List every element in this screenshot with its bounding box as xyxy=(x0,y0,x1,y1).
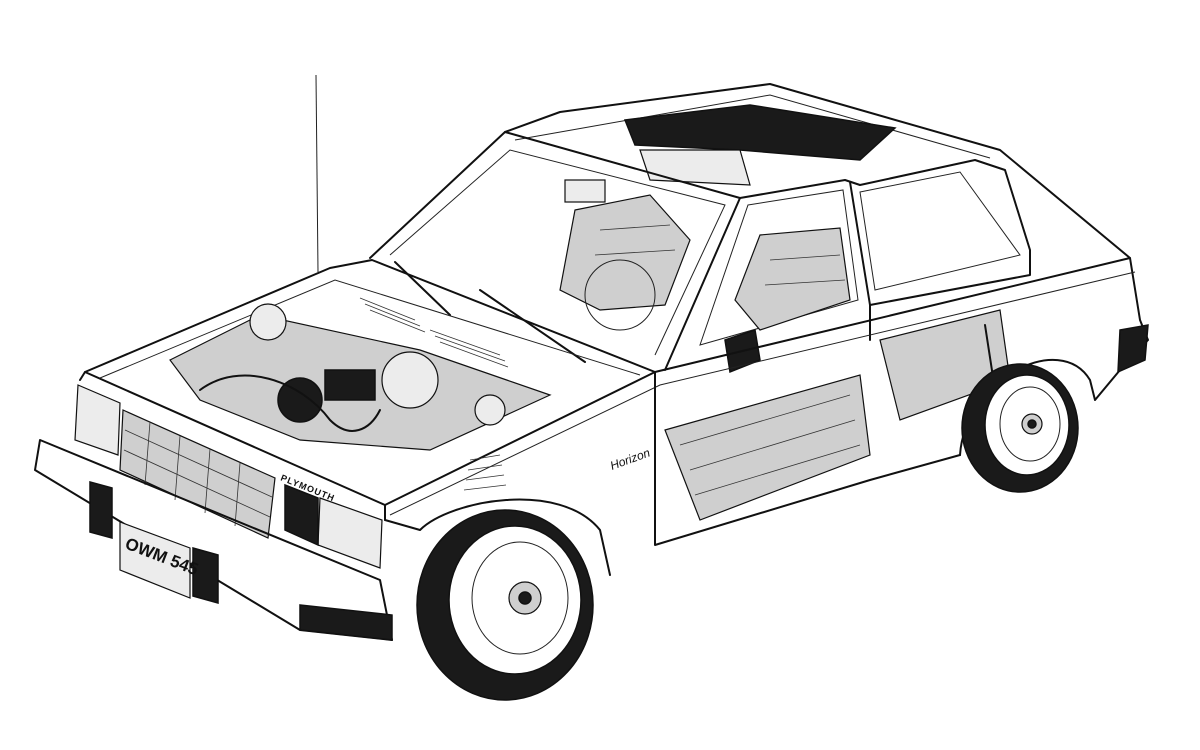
rear-wheel xyxy=(961,363,1079,493)
grille xyxy=(119,409,276,539)
front-wheel xyxy=(416,509,594,701)
floor-pan xyxy=(664,374,871,521)
rear-seat xyxy=(734,227,851,331)
front-end: OWM 545 PLYMOUTH xyxy=(34,371,393,641)
rear-door-window xyxy=(859,171,1021,291)
hood xyxy=(84,259,656,451)
rear-view-mirror xyxy=(564,179,606,203)
bumper-guard-left xyxy=(89,481,113,539)
sunroof-opening xyxy=(623,104,897,161)
roof xyxy=(504,83,1131,259)
bumper-guard-right xyxy=(192,547,219,604)
front-seat xyxy=(559,194,691,311)
wipers xyxy=(394,261,586,363)
sunroof-panel xyxy=(639,149,751,186)
steering-wheel xyxy=(584,259,656,331)
license-plate xyxy=(119,521,191,599)
front-door-window xyxy=(699,189,859,346)
body-side: Horizon xyxy=(384,257,1149,576)
antenna xyxy=(315,74,319,273)
left-headlight xyxy=(74,384,121,456)
fender-badge: Horizon xyxy=(608,445,652,472)
rear-bumper xyxy=(1117,324,1149,374)
front-coil-spring xyxy=(463,454,507,491)
